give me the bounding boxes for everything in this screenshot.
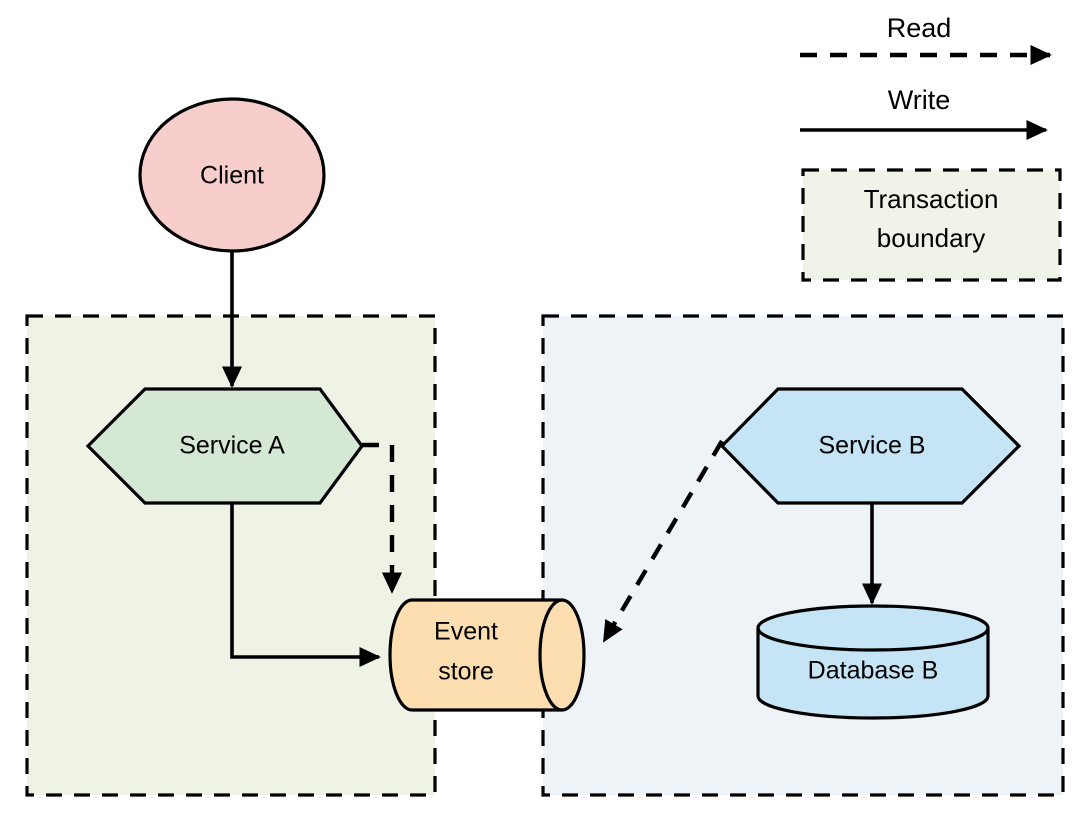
service-b-read-event-store-arrow [602,439,724,643]
database-b-body[interactable] [756,604,990,720]
database-b-label: Database B [808,657,939,685]
edge-service-b-read-event-store [602,439,724,643]
node-service-a[interactable]: Service A [85,387,364,505]
service-a-write-event-store-arrow [230,503,381,668]
service-a-read-event-store-arrow [362,442,403,594]
edge-service-a-write-event-store [230,503,381,668]
service-b-shape[interactable] [719,387,1022,505]
legend-boundary-box-icon [801,168,1062,282]
legend-read-label: Read [887,13,952,43]
service-a-shape[interactable] [85,387,364,505]
service-a-label: Service A [179,432,285,460]
service-b-label: Service B [819,432,926,460]
legend-item-write: Write [800,85,1048,141]
event-store-body[interactable] [388,598,586,712]
legend-item-transaction-boundary: Transaction boundary [801,168,1062,282]
event-store-label-line1: Event [434,618,498,646]
legend-boundary-label-line1: Transaction [864,184,999,214]
event-store-label-line2: store [438,658,494,686]
node-event-store[interactable]: Event store [388,598,586,712]
node-database-b[interactable]: Database B [756,604,990,720]
node-service-b[interactable]: Service B [719,387,1022,505]
edge-service-a-read-event-store [362,442,403,594]
legend-write-label: Write [888,85,951,115]
legend-item-read: Read [800,13,1052,66]
event-store-cap [538,598,563,712]
client-label: Client [200,162,264,190]
client-shape[interactable] [138,97,326,253]
legend: Read Write Transaction boundary [800,13,1062,282]
legend-boundary-label-line2: boundary [877,223,985,253]
node-client[interactable]: Client [138,97,326,253]
database-b-cap [756,627,990,652]
